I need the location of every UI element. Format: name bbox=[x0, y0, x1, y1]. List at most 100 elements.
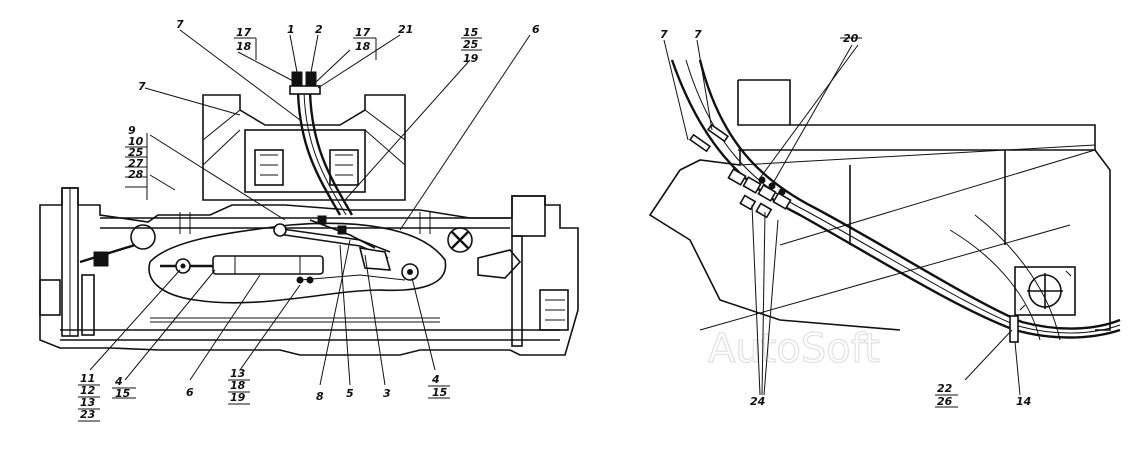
rod-pin bbox=[180, 263, 186, 269]
label-19-a: 19 bbox=[463, 52, 479, 65]
leader-lines-left bbox=[89, 29, 531, 386]
tilt-cylinder bbox=[212, 255, 324, 275]
label-15-a: 15 bbox=[463, 26, 479, 39]
label-13-b: 13 bbox=[230, 367, 246, 380]
label-15-b: 15 bbox=[115, 387, 131, 400]
right-bracket-ribs bbox=[545, 299, 565, 321]
watermark: AutoSoft bbox=[708, 326, 880, 372]
label-13-a: 13 bbox=[80, 396, 96, 409]
lower-fitting-2 bbox=[306, 276, 314, 284]
right-detail-view: 7 7 20 24 22 26 14 bbox=[648, 28, 1121, 408]
beam-studs bbox=[179, 212, 431, 234]
label-18-b: 18 bbox=[355, 40, 371, 53]
cab-insert bbox=[244, 129, 366, 193]
hose-bundle-mid bbox=[685, 59, 1121, 334]
label-17-a: 17 bbox=[236, 26, 252, 39]
label-1: 1 bbox=[287, 23, 295, 36]
hose-pair bbox=[296, 91, 354, 216]
label-r-20: 20 bbox=[843, 32, 859, 45]
label-25-b: 25 bbox=[128, 146, 144, 159]
label-12: 12 bbox=[80, 384, 96, 397]
fitting-base bbox=[289, 85, 321, 95]
label-6-bottom: 6 bbox=[186, 386, 194, 399]
label-5: 5 bbox=[346, 387, 354, 400]
label-r-7-a: 7 bbox=[660, 28, 668, 41]
left-assembly-view: 7 17 18 1 2 17 18 21 15 25 19 6 7 9 10 2… bbox=[39, 18, 579, 422]
tilt-mechanism-outline bbox=[148, 222, 447, 304]
label-7-left: 7 bbox=[138, 80, 146, 93]
bottom-sill bbox=[60, 329, 560, 341]
right-bearing bbox=[329, 149, 359, 186]
label-15-c: 15 bbox=[432, 386, 448, 399]
left-block bbox=[39, 279, 61, 316]
vertical-web bbox=[849, 150, 1006, 245]
upper-pipe-joint bbox=[273, 223, 287, 237]
label-2: 2 bbox=[315, 23, 323, 36]
label-23: 23 bbox=[80, 408, 96, 421]
label-8: 8 bbox=[316, 390, 324, 403]
left-spring-eye bbox=[130, 224, 156, 250]
label-r-14: 14 bbox=[1016, 395, 1031, 408]
pump-pin bbox=[407, 269, 413, 275]
left-bracket bbox=[81, 274, 95, 336]
right-column-head bbox=[511, 195, 546, 237]
hose-clamp-cluster bbox=[727, 168, 792, 219]
label-18-a: 18 bbox=[236, 40, 252, 53]
clamp-14 bbox=[1009, 315, 1019, 343]
gauge-ticks bbox=[1019, 270, 1072, 311]
label-25-a: 25 bbox=[463, 38, 479, 51]
lower-line bbox=[299, 274, 406, 281]
label-11: 11 bbox=[80, 372, 95, 385]
label-7-top: 7 bbox=[176, 18, 184, 31]
label-9: 9 bbox=[128, 124, 136, 137]
gauge-box bbox=[1014, 266, 1076, 316]
pump-body bbox=[358, 247, 392, 271]
label-3: 3 bbox=[383, 387, 391, 400]
hose-clamp-1 bbox=[317, 215, 327, 225]
brace-diagonals bbox=[699, 144, 1096, 331]
pipe-stub-1 bbox=[688, 133, 712, 153]
cylinder-bands bbox=[234, 256, 301, 274]
cab-diagonals bbox=[202, 109, 406, 166]
label-28: 28 bbox=[128, 168, 144, 181]
label-r-22: 22 bbox=[937, 382, 953, 395]
pipe-stub-2 bbox=[706, 123, 730, 143]
cross-beam bbox=[100, 217, 510, 229]
right-bracket bbox=[539, 289, 569, 331]
cab-block bbox=[202, 94, 406, 201]
label-rules-left bbox=[78, 37, 482, 422]
label-19-b: 19 bbox=[230, 391, 246, 404]
label-18-c: 18 bbox=[230, 379, 246, 392]
hose-bundle-outer bbox=[670, 59, 1121, 339]
label-27: 27 bbox=[128, 157, 144, 170]
label-r-24: 24 bbox=[750, 395, 765, 408]
left-bearing bbox=[254, 149, 284, 186]
bearing-ribs bbox=[260, 154, 353, 176]
hose-bundle-inner bbox=[698, 59, 1121, 330]
hose-run bbox=[309, 219, 376, 249]
label-r-7-b: 7 bbox=[694, 28, 702, 41]
label-6-top: 6 bbox=[532, 23, 540, 36]
right-eye-cross bbox=[451, 231, 469, 249]
label-4-b: 4 bbox=[431, 373, 440, 386]
label-10: 10 bbox=[128, 135, 144, 148]
inner-rails bbox=[150, 317, 440, 323]
leader-lines-right bbox=[663, 37, 1021, 408]
left-contour bbox=[648, 150, 901, 331]
left-clamp bbox=[93, 251, 109, 267]
fitting-1 bbox=[291, 71, 303, 87]
hose-clamp-2 bbox=[337, 225, 347, 235]
right-spring-eye bbox=[447, 227, 473, 253]
label-r-26: 26 bbox=[937, 395, 953, 408]
right-wheel-housing bbox=[477, 249, 522, 279]
label-21: 21 bbox=[398, 23, 413, 36]
label-17-b: 17 bbox=[355, 26, 371, 39]
gauge-crosshair bbox=[1027, 273, 1063, 309]
fitting-2 bbox=[305, 71, 317, 87]
label-4-a: 4 bbox=[114, 375, 123, 388]
upper-frame bbox=[737, 80, 1111, 331]
frame-post bbox=[738, 79, 791, 125]
hose-center bbox=[303, 91, 347, 216]
right-column bbox=[511, 235, 523, 347]
